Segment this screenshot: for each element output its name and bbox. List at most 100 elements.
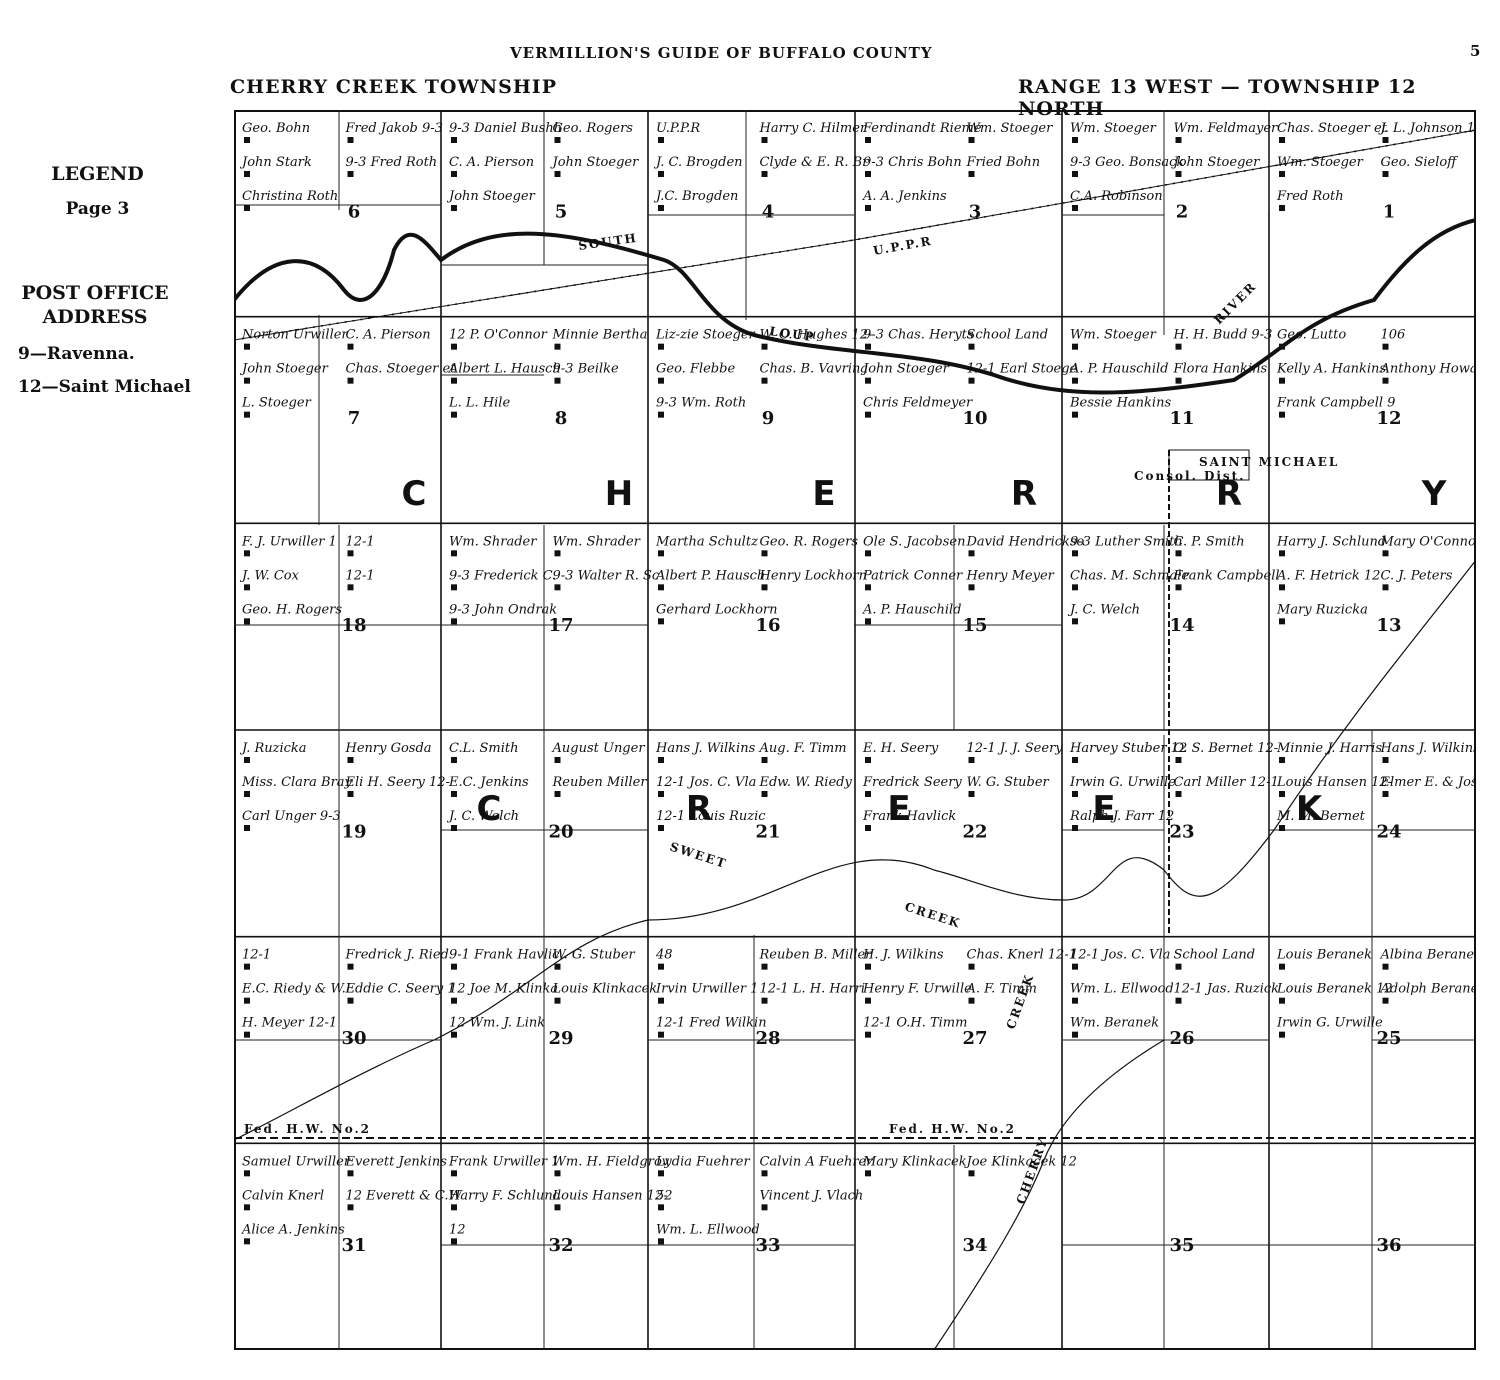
landowner-label: Reuben B. Miller: [759, 948, 873, 963]
dwelling-marker: [347, 791, 354, 797]
dwelling-marker: [1382, 550, 1389, 557]
landowner-label: 48: [655, 948, 673, 963]
township-letter: E: [1092, 789, 1115, 829]
dwelling-marker: [554, 1204, 561, 1211]
landowner-label: 9-3 Chris Bohn: [863, 155, 962, 170]
dwelling-marker: [451, 550, 457, 557]
landowner-label: Henry F. Urwille: [862, 982, 972, 997]
landowner-label: L. Stoeger: [241, 396, 312, 411]
dwelling-marker: [658, 1031, 664, 1038]
dwelling-marker: [1382, 343, 1389, 350]
township-letter: R: [1216, 474, 1242, 514]
landowner-label: Geo. Bohn: [242, 121, 310, 136]
landowner-label: Wm. Shrader: [553, 534, 641, 549]
landowner-label: Fredrick Seery: [862, 775, 962, 790]
section-number-6: 6: [348, 201, 361, 222]
section-grid: [234, 110, 1476, 1350]
landowner-label: L. L. Hile: [448, 396, 510, 411]
legend-title: LEGEND: [51, 163, 144, 185]
landowner-label: H. Meyer 12-1: [241, 1016, 337, 1031]
landowner-label: 12-1 Louis Ruzic: [656, 809, 766, 824]
township-letter: E: [812, 474, 835, 514]
dwelling-marker: [554, 343, 561, 350]
dwelling-marker: [1279, 137, 1285, 143]
dwelling-marker: [1072, 550, 1078, 557]
landowner-label: Calvin A Fuehrer: [760, 1154, 874, 1169]
landowner-label: Martha Schultz: [655, 534, 758, 549]
dwelling-marker: [451, 1031, 457, 1038]
dwelling-marker: [865, 550, 871, 557]
dwelling-marker: [1072, 584, 1078, 591]
dwelling-marker: [451, 1170, 457, 1177]
landowner-label: Flora Hankins: [1173, 362, 1268, 377]
dwelling-marker: [244, 963, 250, 970]
dwelling-marker: [1072, 343, 1078, 350]
section-number-23: 23: [1170, 821, 1195, 842]
dwelling-marker: [451, 1238, 457, 1245]
dwelling-marker: [244, 205, 250, 211]
dwelling-marker: [1175, 171, 1182, 177]
dwelling-marker: [244, 137, 250, 143]
landowner-label: 9-3 Beilke: [553, 362, 620, 377]
dwelling-marker: [347, 377, 354, 384]
dwelling-marker: [347, 550, 354, 557]
landowner-label: 9-3 John Ondrak: [449, 602, 557, 617]
landowner-label: Wm. Feldmayer: [1174, 121, 1279, 136]
dwelling-marker: [761, 171, 768, 177]
dwelling-marker: [1279, 411, 1285, 418]
railroad-line: [233, 129, 1477, 341]
dwelling-marker: [451, 757, 457, 763]
landowner-label: J. C. Welch: [1067, 602, 1140, 617]
landowner-label: Calvin Knerl: [242, 1188, 324, 1203]
landowner-label: Gerhard Lockhorn: [656, 602, 778, 617]
landowner-label: 9-3 Frederick C.: [449, 568, 556, 583]
landowner-label: Henry Gosda: [345, 741, 432, 756]
landowner-label: C. J. Peters: [1381, 568, 1453, 583]
dwelling-marker: [451, 584, 457, 591]
dwelling-marker: [968, 757, 975, 763]
dwelling-marker: [968, 997, 975, 1004]
landowner-label: F. J. Urwiller 1: [241, 534, 337, 549]
landowner-label: 12-1: [242, 948, 271, 963]
section-number-25: 25: [1377, 1028, 1402, 1049]
dwelling-marker: [1382, 137, 1389, 143]
landowner-label: Norton Urwiller: [241, 328, 348, 343]
landowner-label: 12-1 Earl Stoege: [967, 362, 1078, 377]
section-number-27: 27: [963, 1028, 988, 1049]
dwelling-marker: [865, 171, 871, 177]
landowner-label: Carl Unger 9-3: [242, 809, 341, 824]
dwelling-marker: [554, 171, 561, 177]
dwelling-marker: [1382, 791, 1389, 797]
dwelling-marker: [968, 171, 975, 177]
landowner-label: Harvey Stuber 12: [1069, 741, 1187, 756]
landowner-label: W. G. Stuber: [553, 948, 636, 963]
landowner-label: Anthony Howard 9: [1380, 362, 1477, 377]
section-number-10: 10: [963, 408, 988, 429]
landowner-label: Geo. Rogers: [553, 121, 634, 136]
dwelling-marker: [1175, 137, 1182, 143]
landowner-label: E. H. Seery: [862, 741, 939, 756]
landowner-label: A. P. Hauschild: [1069, 362, 1168, 377]
section-number-22: 22: [963, 821, 988, 842]
dwelling-marker: [1279, 205, 1285, 211]
landowner-label: Fred Roth: [1276, 189, 1344, 204]
dwelling-marker: [658, 343, 664, 350]
feature-label: SAINT MICHAEL: [1199, 455, 1339, 469]
section-number-34: 34: [963, 1235, 988, 1256]
dwelling-marker: [658, 411, 664, 418]
landowner-label: 9-1 Frank Havlic: [449, 948, 560, 963]
dwelling-marker: [865, 997, 871, 1004]
landowner-label: Wm. Beranek: [1070, 1016, 1159, 1031]
section-number-32: 32: [549, 1235, 574, 1256]
section-number-7: 7: [348, 408, 361, 429]
landowner-label: Louis Hansen 12-: [1276, 775, 1392, 790]
range-label: RANGE 13 WEST — TOWNSHIP 12 NORTH: [1018, 76, 1417, 120]
landowner-label: 12-1 L. H. Harri: [760, 982, 866, 997]
dwelling-marker: [658, 963, 664, 970]
dwelling-marker: [865, 757, 871, 763]
landowner-label: Eddie C. Seery 1: [345, 982, 456, 997]
page-number: 5: [1470, 42, 1482, 60]
landowner-label: 12: [449, 1222, 466, 1237]
